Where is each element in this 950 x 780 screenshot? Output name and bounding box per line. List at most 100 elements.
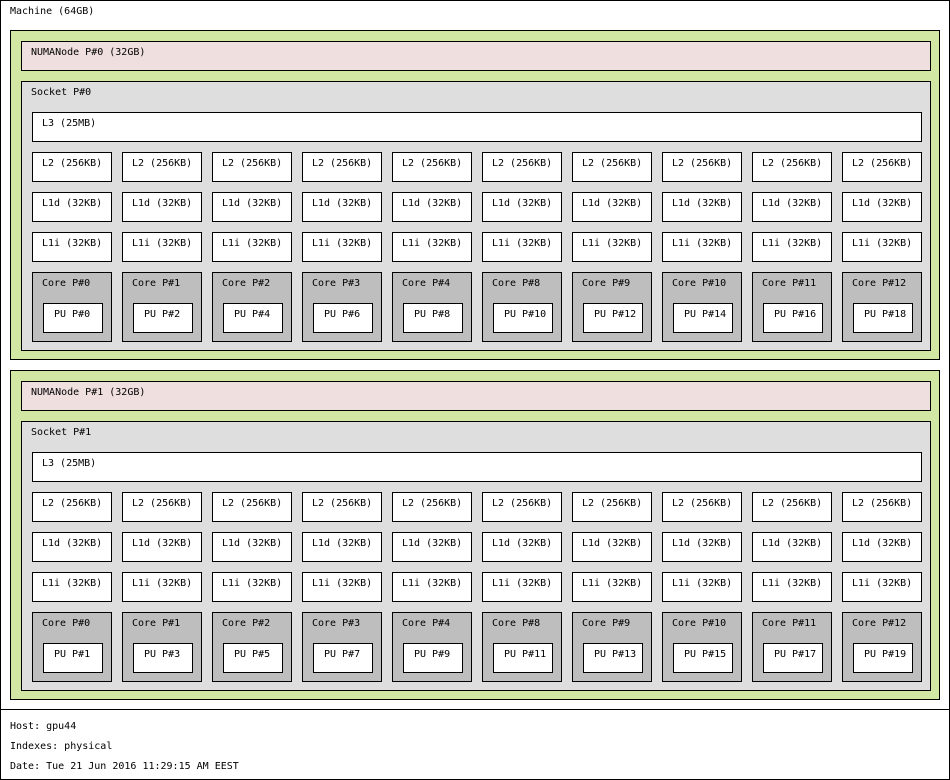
l1d-cache-label: L1d (32KB) xyxy=(492,198,553,209)
l1i-cache-label: L1i (32KB) xyxy=(222,238,283,249)
l2-cache: L2 (256KB) xyxy=(572,152,652,182)
l1i-cache-label: L1i (32KB) xyxy=(852,238,913,249)
socket-box-label: Socket P#0 xyxy=(31,87,92,98)
l2-cache: L2 (256KB) xyxy=(122,492,202,522)
l1d-cache: L1d (32KB) xyxy=(392,192,472,222)
l1i-cache-label: L1i (32KB) xyxy=(582,238,643,249)
core-box-label: Core P#3 xyxy=(312,278,361,289)
pu-box: PU P#8 xyxy=(403,303,463,333)
l1i-cache: L1i (32KB) xyxy=(752,232,832,262)
numa-node-label: NUMANode P#0 (32GB) xyxy=(31,47,146,58)
pu-box: PU P#18 xyxy=(853,303,913,333)
l1d-cache-label: L1d (32KB) xyxy=(42,198,103,209)
core-box: Core P#0 PU P#1 xyxy=(32,612,112,682)
l1i-cache: L1i (32KB) xyxy=(572,572,652,602)
pu-box: PU P#1 xyxy=(43,643,103,673)
pu-box-label: PU P#3 xyxy=(144,649,181,660)
l2-cache: L2 (256KB) xyxy=(32,152,112,182)
pu-box-label: PU P#15 xyxy=(684,649,727,660)
pu-box-label: PU P#7 xyxy=(324,649,361,660)
pu-box-label: PU P#10 xyxy=(504,309,547,320)
l1i-cache-label: L1i (32KB) xyxy=(42,578,103,589)
core-box-label: Core P#0 xyxy=(42,278,91,289)
socket-box-label: Socket P#1 xyxy=(31,427,92,438)
pu-box: PU P#5 xyxy=(223,643,283,673)
core-box-label: Core P#11 xyxy=(762,278,817,289)
pu-box: PU P#9 xyxy=(403,643,463,673)
l1d-cache-label: L1d (32KB) xyxy=(582,198,643,209)
l1d-cache: L1d (32KB) xyxy=(842,192,922,222)
l1i-cache-label: L1i (32KB) xyxy=(492,578,553,589)
l1i-cache: L1i (32KB) xyxy=(32,572,112,602)
l1i-cache: L1i (32KB) xyxy=(32,232,112,262)
l1i-cache-label: L1i (32KB) xyxy=(42,238,103,249)
machine-label: Machine (64GB) xyxy=(10,6,95,17)
l2-cache-label: L2 (256KB) xyxy=(132,158,193,169)
l2-cache: L2 (256KB) xyxy=(842,152,922,182)
l1d-cache-label: L1d (32KB) xyxy=(402,198,463,209)
l1d-cache: L1d (32KB) xyxy=(212,192,292,222)
l2-cache: L2 (256KB) xyxy=(302,152,382,182)
l1d-cache: L1d (32KB) xyxy=(752,532,832,562)
l2-cache-label: L2 (256KB) xyxy=(402,498,463,509)
pu-box-label: PU P#9 xyxy=(414,649,451,660)
core-box: Core P#10 PU P#14 xyxy=(662,272,742,342)
l1d-cache-label: L1d (32KB) xyxy=(222,538,283,549)
legend-box: Host: gpu44 Indexes: physical Date: Tue … xyxy=(0,709,950,780)
l2-cache: L2 (256KB) xyxy=(482,152,562,182)
l1d-cache-label: L1d (32KB) xyxy=(582,538,643,549)
core-box-label: Core P#10 xyxy=(672,618,727,629)
pu-box: PU P#12 xyxy=(583,303,643,333)
l2-cache: L2 (256KB) xyxy=(752,492,832,522)
l2-cache-label: L2 (256KB) xyxy=(312,158,373,169)
pu-box-label: PU P#14 xyxy=(684,309,727,320)
l1i-cache-label: L1i (32KB) xyxy=(852,578,913,589)
core-box-label: Core P#10 xyxy=(672,278,727,289)
l1i-cache: L1i (32KB) xyxy=(122,572,202,602)
l1d-cache: L1d (32KB) xyxy=(572,192,652,222)
core-box-label: Core P#11 xyxy=(762,618,817,629)
l2-cache: L2 (256KB) xyxy=(392,152,472,182)
l1d-cache-label: L1d (32KB) xyxy=(852,198,913,209)
l1i-cache-label: L1i (32KB) xyxy=(492,238,553,249)
pu-box-label: PU P#2 xyxy=(144,309,181,320)
l1d-cache: L1d (32KB) xyxy=(122,532,202,562)
pu-box: PU P#11 xyxy=(493,643,553,673)
l2-cache-label: L2 (256KB) xyxy=(582,498,643,509)
l1i-cache-label: L1i (32KB) xyxy=(402,578,463,589)
l2-cache: L2 (256KB) xyxy=(212,492,292,522)
l1i-cache-label: L1i (32KB) xyxy=(222,578,283,589)
pu-box-label: PU P#11 xyxy=(504,649,547,660)
core-box-label: Core P#0 xyxy=(42,618,91,629)
l1d-cache-label: L1d (32KB) xyxy=(762,198,823,209)
l1i-cache: L1i (32KB) xyxy=(842,232,922,262)
l1i-cache: L1i (32KB) xyxy=(212,232,292,262)
pu-box: PU P#7 xyxy=(313,643,373,673)
pu-box-label: PU P#8 xyxy=(414,309,451,320)
pu-box: PU P#14 xyxy=(673,303,733,333)
l1i-cache: L1i (32KB) xyxy=(482,232,562,262)
core-box: Core P#2 PU P#5 xyxy=(212,612,292,682)
l2-cache: L2 (256KB) xyxy=(842,492,922,522)
l1d-cache-label: L1d (32KB) xyxy=(852,538,913,549)
l2-cache: L2 (256KB) xyxy=(482,492,562,522)
l1d-cache-label: L1d (32KB) xyxy=(492,538,553,549)
l1d-cache-label: L1d (32KB) xyxy=(42,538,103,549)
l1i-cache-label: L1i (32KB) xyxy=(402,238,463,249)
pu-box: PU P#10 xyxy=(493,303,553,333)
l2-cache: L2 (256KB) xyxy=(662,492,742,522)
core-box-label: Core P#2 xyxy=(222,618,271,629)
l1i-cache: L1i (32KB) xyxy=(302,232,382,262)
l2-cache-label: L2 (256KB) xyxy=(312,498,373,509)
core-box-label: Core P#2 xyxy=(222,278,271,289)
numa-node-label: NUMANode P#1 (32GB) xyxy=(31,387,146,398)
pu-box: PU P#13 xyxy=(583,643,643,673)
l1i-cache: L1i (32KB) xyxy=(302,572,382,602)
pu-box: PU P#3 xyxy=(133,643,193,673)
